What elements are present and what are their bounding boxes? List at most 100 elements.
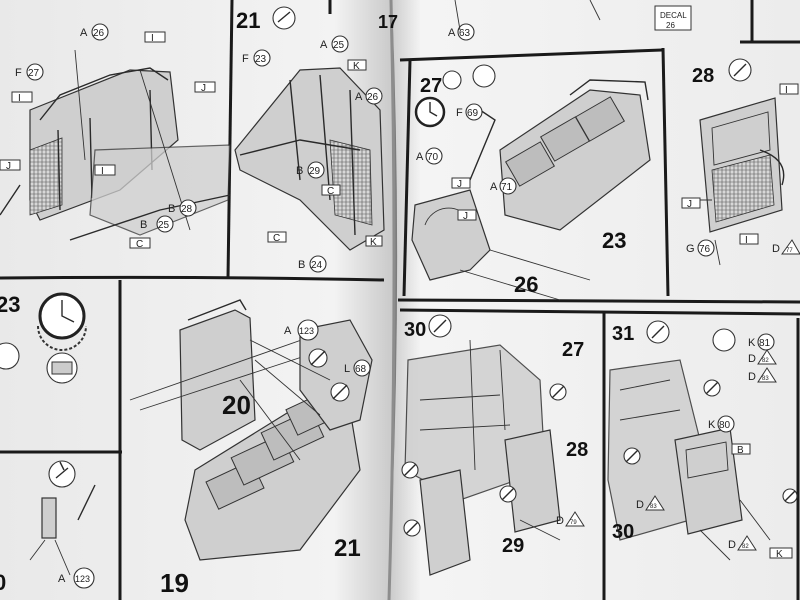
svg-text:23: 23 [255,54,267,65]
step-31-header: 31 [612,320,736,352]
svg-text:J: J [463,211,468,222]
svg-text:D: D [636,499,644,511]
svg-text:21: 21 [334,535,361,562]
svg-text:63: 63 [459,28,471,39]
svg-text:C: C [136,239,143,250]
big-number-28: 28 [566,439,588,461]
callout-b28: B 28 [168,199,197,217]
callout-f69: F 69 [456,103,483,121]
svg-text:27: 27 [420,75,442,97]
svg-text:76: 76 [699,244,711,255]
page-gutter [387,0,396,600]
svg-text:K: K [748,337,756,349]
svg-text:F: F [456,107,463,119]
panel-top-left-drawing [0,49,231,241]
svg-text:I: I [18,93,21,104]
svg-text:20: 20 [222,390,251,420]
step-17-number: 17 [378,12,398,32]
svg-text:G: G [686,243,695,255]
svg-text:26: 26 [93,28,105,39]
svg-text:23: 23 [0,292,20,317]
svg-text:I: I [151,33,154,44]
svg-text:A: A [58,573,66,585]
svg-text:K: K [353,61,360,72]
svg-text:A: A [490,181,498,193]
no-glue-icons-step-30 [401,383,567,537]
svg-text:F: F [15,67,22,79]
svg-text:A: A [416,151,424,163]
svg-text:D: D [748,371,756,383]
callout-f23: F 23 [242,49,271,67]
svg-text:B: B [168,203,175,215]
svg-text:B: B [737,445,744,456]
big-number-29: 29 [502,535,524,557]
svg-text:A: A [355,91,363,103]
callout-l68: L 68 [344,359,371,377]
svg-text:71: 71 [501,182,513,193]
svg-text:I: I [745,235,748,246]
flag-labels-step-27: J J [451,177,477,222]
svg-text:24: 24 [311,260,323,271]
right-page-frames [397,0,800,600]
svg-text:A: A [320,39,328,51]
svg-text:K: K [776,549,783,560]
svg-text:D: D [556,515,564,527]
svg-text:21: 21 [236,8,260,33]
svg-text:C: C [273,233,280,244]
svg-text:A: A [284,325,292,337]
callout-d83: D 83 [748,367,777,383]
svg-text:C: C [327,186,334,197]
svg-text:83: 83 [762,376,769,382]
big-number-23: 23 [602,228,626,253]
svg-text:68: 68 [355,364,367,375]
no-glue-icons-left [308,348,350,402]
svg-text:77: 77 [786,248,793,254]
decal-marker: DECAL 26 [654,5,692,31]
svg-text:29: 29 [502,535,524,557]
callout-a123-small: A 123 [58,567,95,589]
svg-text:29: 29 [309,166,321,177]
step-23-header: 23 [0,292,87,384]
svg-text:I: I [101,166,104,177]
svg-text:30: 30 [404,319,426,341]
svg-text:A: A [448,27,456,39]
svg-text:L: L [344,363,350,375]
panel-step-30-drawing [404,339,561,576]
svg-text:31: 31 [612,323,634,345]
svg-text:23: 23 [602,228,626,253]
flag-labels-step-31: B K [731,443,793,560]
svg-text:82: 82 [762,358,769,364]
svg-text:J: J [687,199,692,210]
svg-text:123: 123 [75,574,90,584]
svg-text:26: 26 [666,21,675,30]
callout-a123: A 123 [284,319,319,341]
svg-text:I: I [785,85,788,96]
callout-a26: A 26 [80,23,109,41]
step-30-header: 30 [404,314,452,341]
callout-k81: K 81 [748,333,775,351]
svg-text:D: D [728,539,736,551]
svg-text:K: K [708,419,716,431]
svg-text:25: 25 [333,40,345,51]
left-top-panels: 17 [0,0,398,282]
svg-text:26: 26 [514,272,538,297]
svg-text:27: 27 [562,339,584,361]
svg-text:27: 27 [28,68,40,79]
svg-text:83: 83 [650,504,657,510]
svg-text:79: 79 [570,520,577,526]
svg-text:123: 123 [299,326,314,336]
svg-text:30: 30 [612,521,634,543]
callout-k80: K 80 [708,415,735,433]
svg-text:26: 26 [367,92,379,103]
svg-text:28: 28 [566,439,588,461]
svg-text:81: 81 [759,338,771,349]
panel-step-28-drawing [690,97,785,266]
panel-step-21-drawing [234,67,385,251]
svg-text:B: B [296,165,303,177]
callout-d82-lower: D 82 [728,535,757,551]
callout-a26-step21: A 26 [355,87,383,105]
panel-step-31-drawing [607,359,771,561]
panel-step-20-21-drawing [129,299,373,561]
big-number-30: 30 [612,521,634,543]
